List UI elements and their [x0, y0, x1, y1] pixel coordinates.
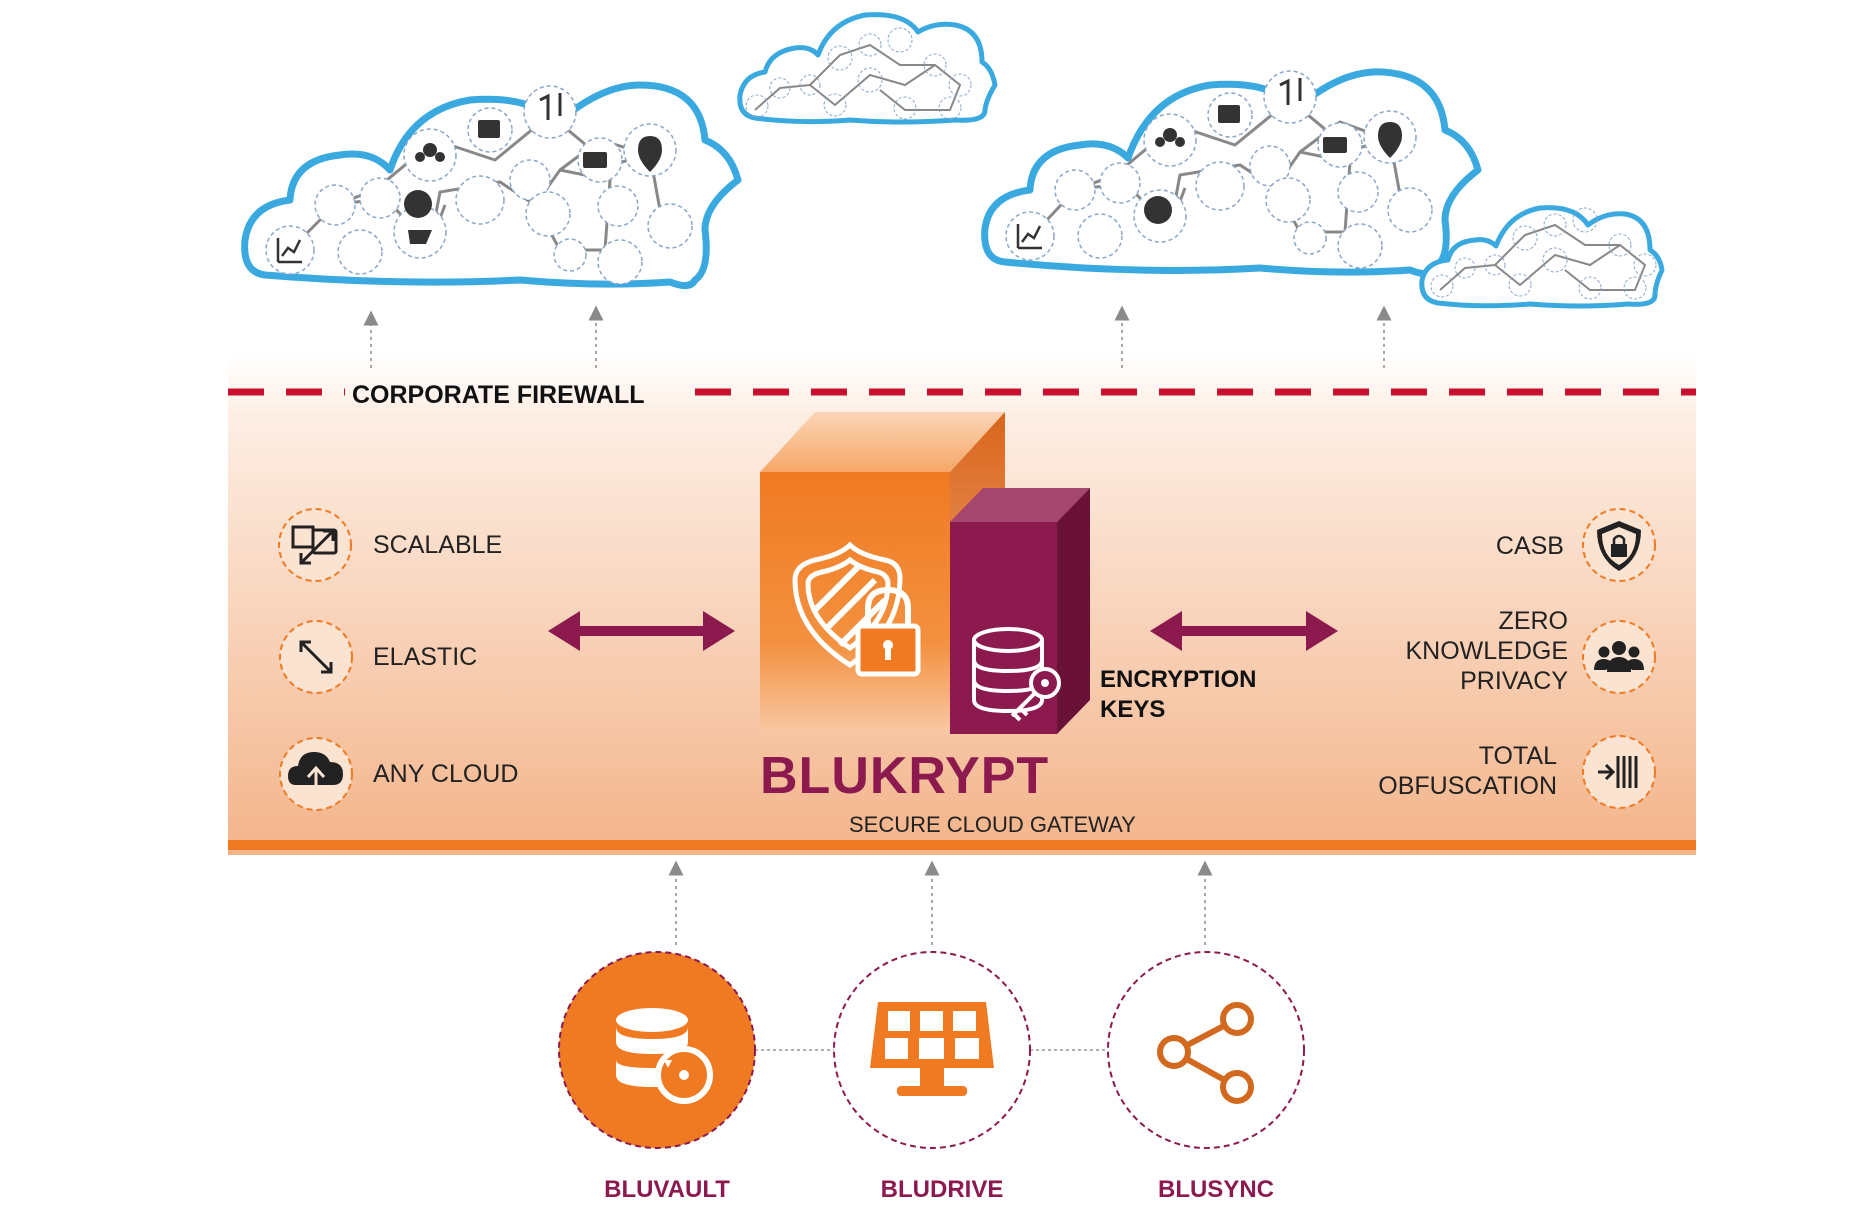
shield-lock-icon: [1597, 521, 1641, 571]
cloud-network-small-right: [1430, 207, 1657, 300]
arrows-from-products: [668, 860, 1213, 945]
obfuscation-line-1: TOTAL: [1478, 742, 1557, 770]
double-arrow-right: [1150, 611, 1338, 651]
product-label-bludrive: BLUDRIVE: [880, 1176, 1004, 1203]
zero-knowledge-line-1: ZERO: [1498, 607, 1568, 635]
feature-circle-scalable: [278, 508, 352, 582]
encryption-keys-box: [950, 488, 1090, 734]
feature-circle-any-cloud: [279, 737, 353, 811]
database-restore-icon: [616, 1008, 713, 1104]
feature-circle-obfuscation: [1582, 735, 1656, 809]
zero-knowledge-line-3: PRIVACY: [1460, 667, 1568, 695]
arrows-to-cloud: [363, 305, 1392, 368]
corporate-firewall-label: CORPORATE FIREWALL: [352, 381, 645, 409]
cloud-icons-right: [1016, 78, 1402, 250]
encryption-keys-label: ENCRYPTION KEYS: [1100, 665, 1256, 725]
product-label-blusync: BLUSYNC: [1157, 1176, 1274, 1203]
obfuscation-icon: [1598, 756, 1638, 788]
product-blusync: [1107, 951, 1305, 1149]
product-label-bluvault: BLUVAULT: [604, 1176, 730, 1203]
gateway-brand-name: BLUKRYPT: [760, 747, 1050, 805]
feature-circle-elastic: [279, 620, 353, 694]
users-group-icon: [1594, 641, 1644, 672]
cloud-small-right: [1419, 205, 1665, 309]
feature-label-any-cloud: ANY CLOUD: [373, 760, 519, 788]
diagonal-expand-icon: [299, 640, 333, 674]
zero-knowledge-line-2: KNOWLEDGE: [1405, 637, 1568, 665]
key-icon: [1010, 667, 1061, 722]
gateway-tagline: SECURE CLOUD GATEWAY: [849, 812, 1136, 837]
cloud-icons-left: [276, 93, 662, 264]
feature-label-casb: CASB: [1496, 531, 1564, 561]
feature-circle-casb: [1582, 508, 1656, 582]
feature-label-elastic: ELASTIC: [373, 643, 478, 671]
cloud-network-small-top: [745, 27, 972, 120]
padlock-large-icon: [855, 586, 921, 677]
shield-lock-large-icon: [792, 541, 903, 669]
feature-label-obfuscation: TOTAL OBFUSCATION: [1378, 741, 1557, 801]
product-bludrive: [833, 951, 1031, 1149]
encryption-keys-line-2: KEYS: [1100, 696, 1166, 723]
cloud-small-top: [737, 12, 998, 125]
product-bluvault: [558, 951, 756, 1149]
obfuscation-line-2: OBFUSCATION: [1378, 772, 1557, 800]
gateway-zone-bottom-bar: [228, 840, 1696, 850]
solar-drive-icon: [870, 1002, 994, 1096]
casb-line-1: CASB: [1495, 532, 1564, 560]
feature-label-scalable: SCALABLE: [373, 531, 503, 559]
encryption-keys-line-1: ENCRYPTION: [1100, 666, 1257, 693]
cloud-network-right: [1005, 70, 1433, 269]
feature-label-zero-knowledge: ZERO KNOWLEDGE PRIVACY: [1405, 606, 1568, 696]
cloud-upload-icon: [288, 752, 343, 790]
share-icon: [1157, 1002, 1254, 1104]
double-arrow-left: [548, 611, 735, 651]
feature-circle-zero-knowledge: [1582, 620, 1656, 694]
resize-arrows-icon: [291, 525, 338, 565]
